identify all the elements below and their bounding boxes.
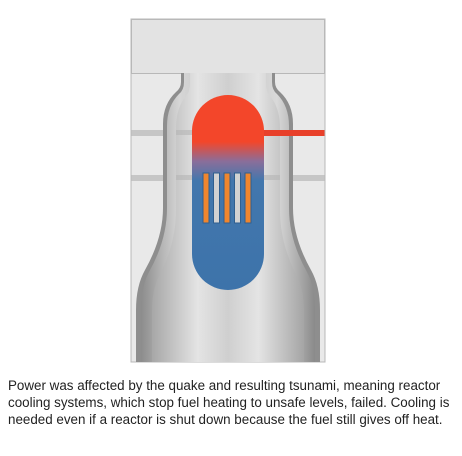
left-pipe-lower [131,175,192,181]
reactor-diagram [130,18,326,363]
fuel-rod [213,172,220,224]
fuel-rod [202,172,210,224]
fuel-rod [223,172,231,224]
fuel-rod [234,172,241,224]
fuel-rods [202,172,252,224]
left-pipe-upper [131,130,192,136]
building-roof [131,19,325,74]
steam-outlet-pipe [262,130,325,136]
fuel-rod [244,172,252,224]
caption-text: Power was affected by the quake and resu… [8,378,450,427]
right-pipe-lower [262,175,325,181]
